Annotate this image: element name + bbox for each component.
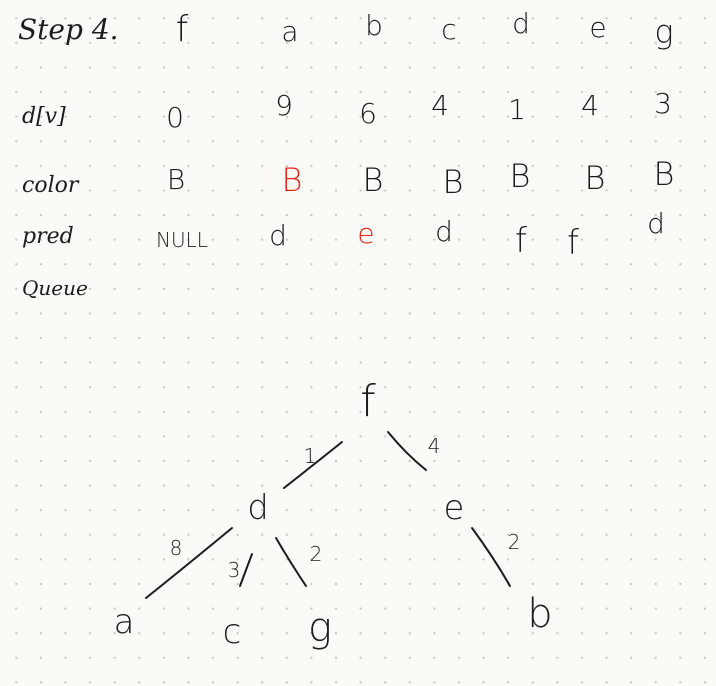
pred-c: d — [435, 215, 453, 248]
header-d: d — [512, 7, 530, 40]
edge-f-d — [283, 441, 343, 489]
pred-e: f — [567, 223, 579, 263]
tree-node-b: b — [527, 591, 553, 637]
color-a: B — [281, 161, 303, 199]
dist-d: 1 — [508, 93, 526, 126]
weight-d-c: 3 — [227, 558, 241, 582]
step-title: Step 4. — [18, 13, 119, 46]
edge-d-g — [275, 537, 307, 587]
color-b: B — [362, 161, 384, 199]
row-label-queue: Queue — [22, 276, 88, 300]
dist-g: 3 — [654, 87, 672, 120]
tree-node-f: f — [360, 376, 376, 427]
weight-d-a: 8 — [169, 536, 183, 560]
tree-node-c: c — [222, 612, 242, 652]
tree-node-g: g — [307, 605, 333, 651]
dist-e: 4 — [581, 89, 599, 122]
pred-b: e — [357, 217, 375, 250]
weight-f-d: 1 — [303, 444, 317, 468]
header-a: a — [281, 15, 299, 48]
color-c: B — [442, 163, 464, 201]
dist-c: 4 — [431, 89, 449, 122]
header-g: g — [654, 13, 674, 51]
edge-d-a — [145, 527, 233, 599]
pred-d: f — [515, 221, 527, 261]
color-f: B — [166, 163, 186, 196]
edge-e-b — [471, 527, 511, 587]
pred-a: d — [269, 219, 287, 252]
tree-node-d: d — [247, 488, 269, 528]
dist-a: 9 — [275, 89, 293, 122]
weight-e-b: 2 — [507, 530, 521, 554]
header-c: c — [441, 13, 457, 46]
edge-d-c — [239, 553, 253, 587]
weight-d-g: 2 — [309, 542, 323, 566]
header-b: b — [365, 9, 383, 42]
weight-f-e: 4 — [427, 434, 441, 458]
tree-node-a: a — [113, 602, 135, 642]
dist-f: 0 — [166, 101, 184, 134]
row-label-pred: pred — [22, 224, 74, 249]
header-f: f — [175, 9, 189, 50]
pred-g: d — [647, 207, 665, 240]
color-g: B — [653, 155, 675, 193]
pred-f: NULL — [156, 228, 208, 252]
color-e: B — [584, 159, 606, 197]
color-d: B — [509, 157, 531, 195]
header-e: e — [589, 11, 607, 44]
tree-node-e: e — [443, 488, 465, 528]
row-label-distance: d[v] — [22, 104, 66, 129]
dist-b: 6 — [359, 97, 377, 130]
edge-f-e — [387, 431, 427, 471]
row-label-color: color — [22, 173, 79, 198]
